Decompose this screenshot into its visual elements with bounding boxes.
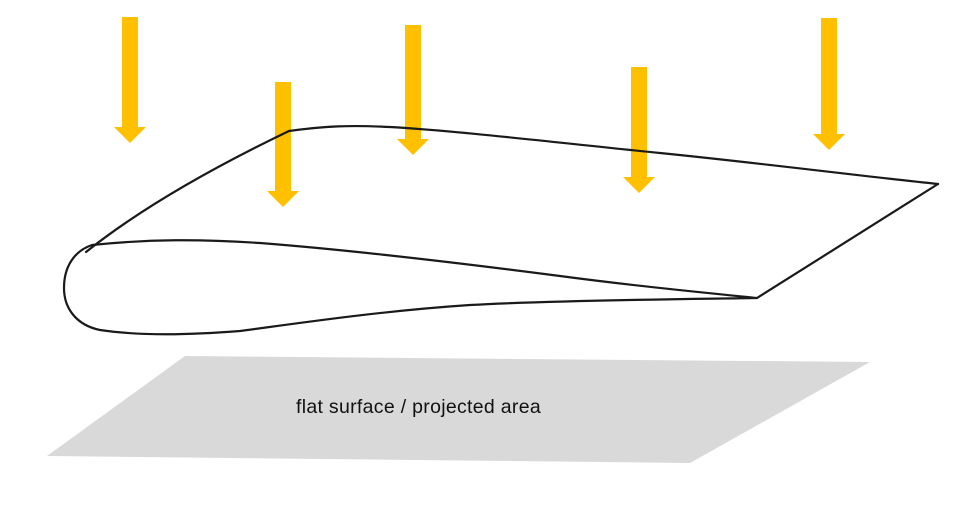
down-arrow-icon <box>813 18 845 150</box>
wing-top-edge-curve <box>287 124 940 186</box>
down-arrow-icon <box>114 17 146 143</box>
down-arrow-icon <box>267 82 299 207</box>
wing-outline <box>62 124 940 336</box>
down-arrow-icon <box>397 25 429 155</box>
airfoil-section-outline <box>62 239 759 336</box>
projected-area-label: flat surface / projected area <box>296 396 541 418</box>
downward-force-arrows <box>114 17 845 207</box>
projected-area-group: flat surface / projected area <box>47 356 870 463</box>
wing-leading-edge-line <box>84 129 291 254</box>
wing-tip-edge-line <box>755 182 940 300</box>
down-arrow-icon <box>623 67 655 193</box>
projected-area-surface <box>47 356 870 463</box>
